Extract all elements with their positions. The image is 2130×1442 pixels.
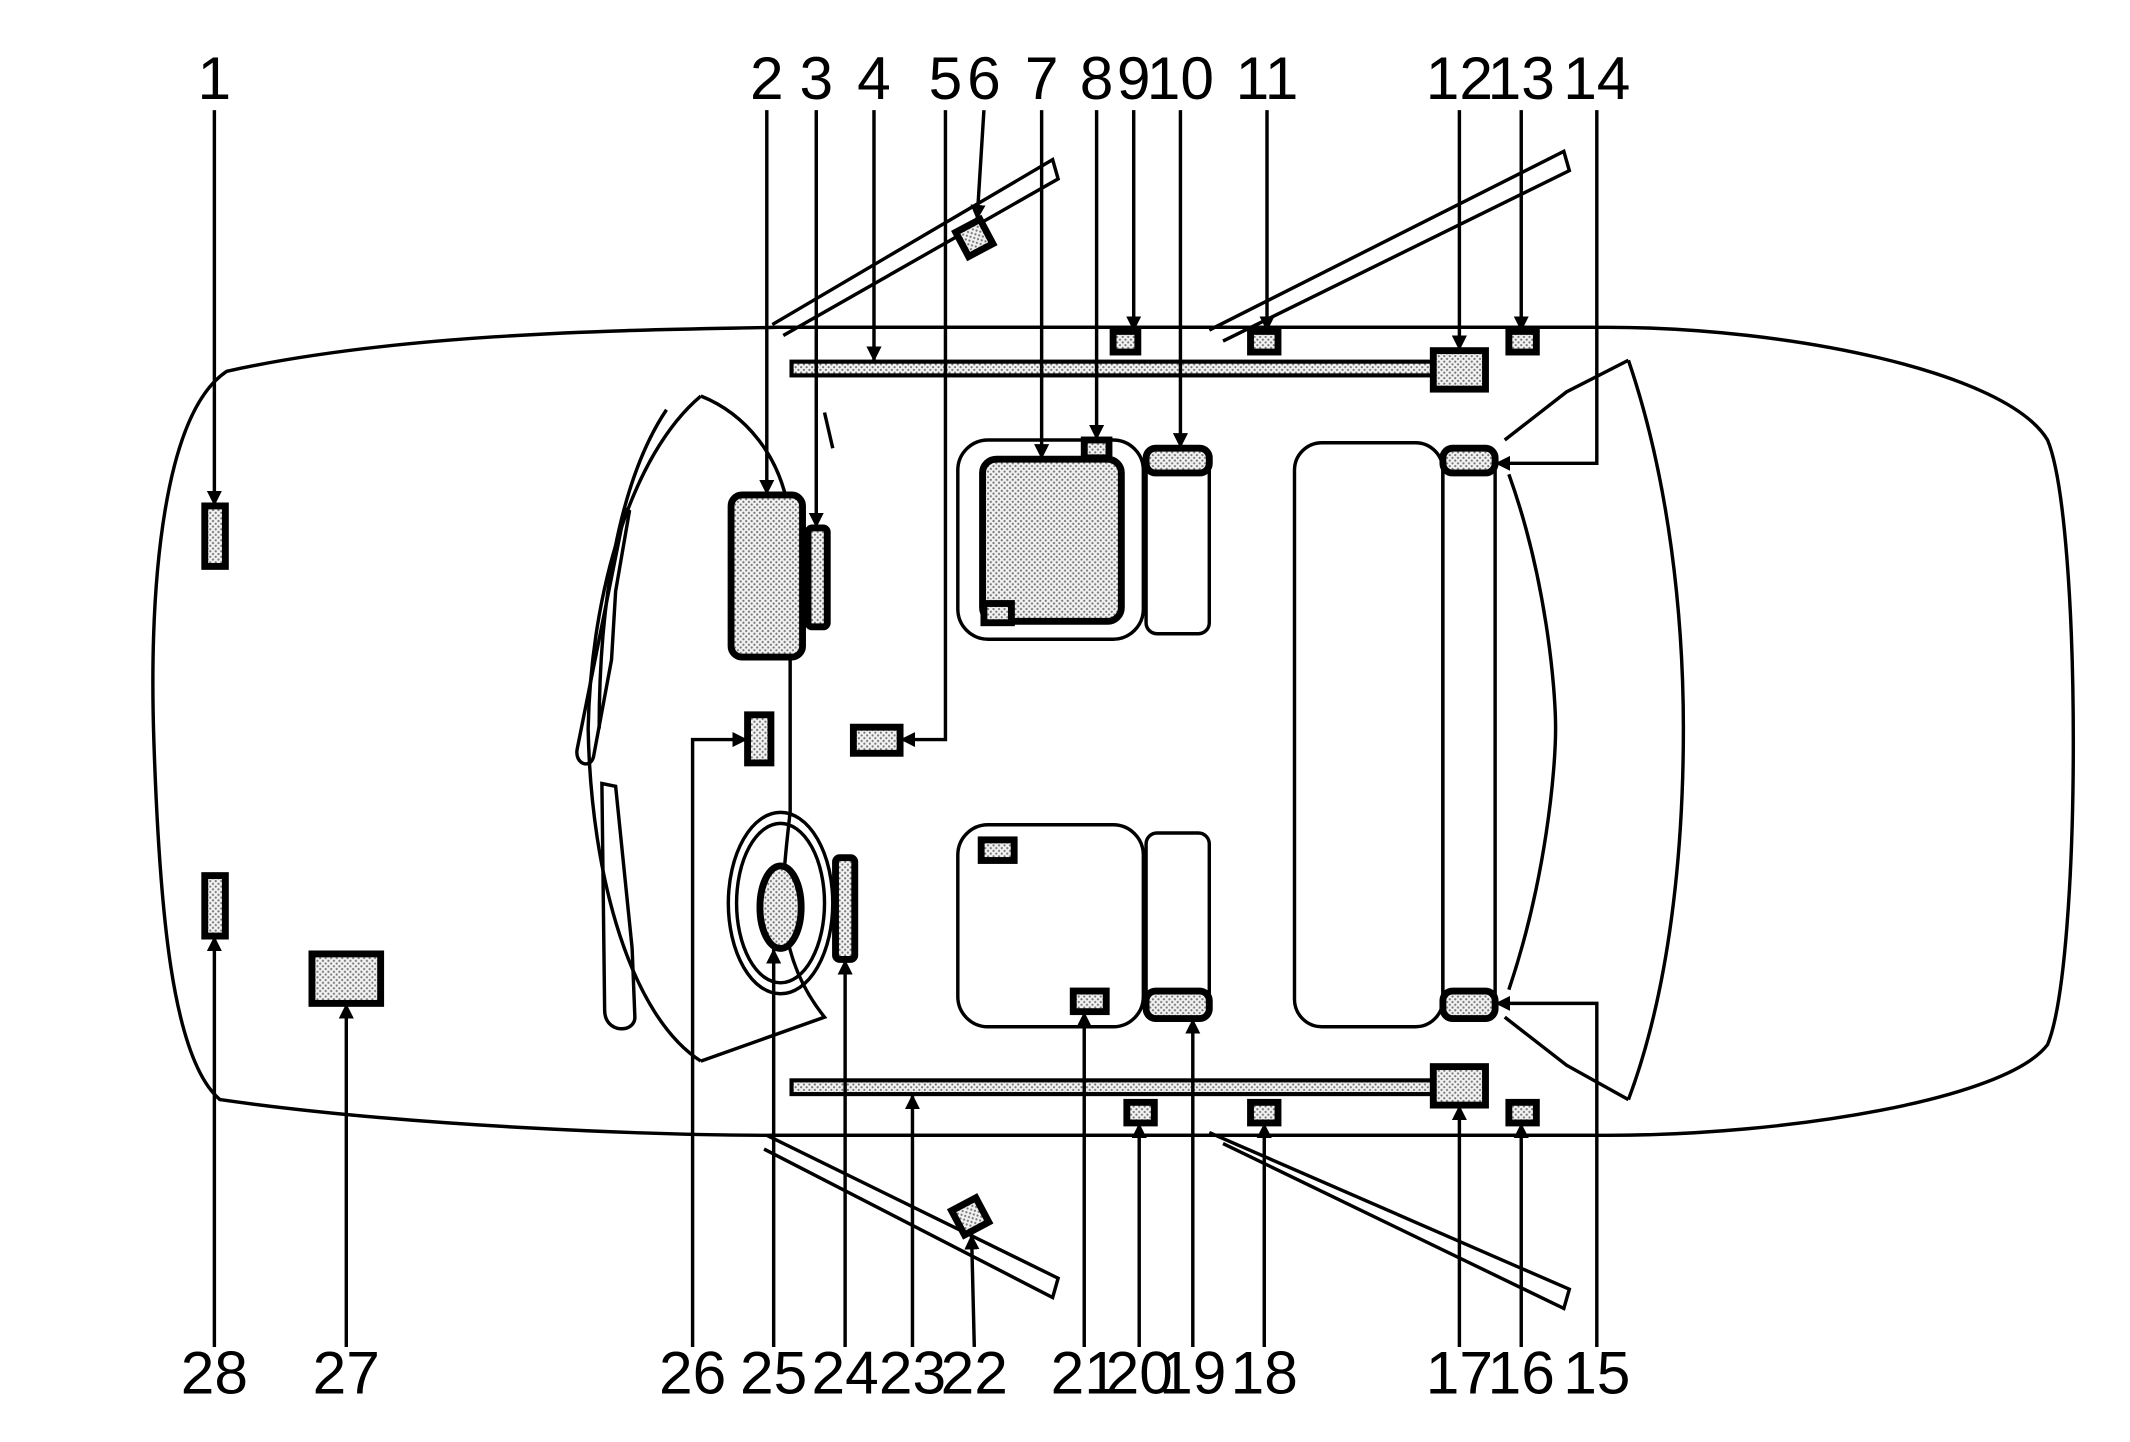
leader-15: [1495, 995, 1599, 1347]
rear-window-left-edge: [1503, 358, 1630, 442]
leader-22: [964, 1234, 980, 1347]
callout-6: 6: [967, 44, 1001, 112]
callout-23: 23: [879, 1339, 946, 1407]
callout-11: 11: [1236, 44, 1299, 112]
leader-6: [970, 110, 986, 221]
component-1: [201, 502, 229, 570]
component-19: [1142, 987, 1213, 1022]
component-25: [756, 862, 805, 952]
callout-8: 8: [1080, 44, 1114, 112]
callout-18: 18: [1231, 1339, 1298, 1407]
callout-labels-top: 1 2 3 4 5 6 7 8 9 10 11 12 13 14: [198, 44, 1631, 112]
callout-14: 14: [1563, 44, 1630, 112]
component-28: [201, 872, 229, 940]
component-9: [1109, 327, 1142, 356]
callout-12: 12: [1426, 44, 1493, 112]
component-17: [1429, 1063, 1489, 1109]
wiper-lower: [600, 781, 637, 1031]
component-12: [1429, 347, 1489, 393]
component-27: [308, 950, 385, 1007]
callout-24: 24: [812, 1339, 879, 1407]
passenger-seat-sensor-top: [977, 836, 1018, 864]
callout-25: 25: [740, 1339, 807, 1407]
component-4: [789, 359, 1440, 378]
rear-bulkhead-curve: [1507, 473, 1558, 991]
steering-wheel-mid: [734, 821, 827, 985]
callout-28: 28: [181, 1339, 248, 1407]
callout-4: 4: [857, 44, 891, 112]
component-22: [946, 1193, 994, 1240]
callout-10: 10: [1147, 44, 1214, 112]
callout-26: 26: [659, 1339, 726, 1407]
component-13: [1505, 327, 1540, 356]
callout-20: 20: [1106, 1339, 1173, 1407]
open-front-door-top: [771, 157, 1061, 338]
component-16: [1505, 1098, 1540, 1127]
component-20: [1123, 1098, 1158, 1127]
callout-27: 27: [313, 1339, 380, 1407]
leader-26: [690, 731, 748, 1347]
component-3: [804, 524, 831, 631]
windshield-inner: [597, 408, 668, 729]
callout-19: 19: [1159, 1339, 1226, 1407]
component-23: [789, 1078, 1440, 1097]
component-7: [979, 455, 1125, 625]
component-18: [1247, 1098, 1282, 1127]
callout-3: 3: [799, 44, 833, 112]
windshield: [586, 394, 702, 1063]
callout-21: 21: [1051, 1339, 1118, 1407]
component-26: [744, 711, 775, 767]
component-11: [1247, 327, 1282, 356]
dashboard-edge: [700, 394, 828, 1063]
vehicle-body-outline: [151, 325, 2075, 1138]
component-14: [1439, 444, 1499, 477]
callout-2: 2: [750, 44, 784, 112]
front-seat-passenger: [956, 823, 1146, 1029]
rear-window-outline: [1626, 359, 1686, 1101]
callout-17: 17: [1426, 1339, 1493, 1407]
callout-7: 7: [1025, 44, 1059, 112]
component-6: [951, 214, 998, 262]
component-24: [832, 854, 859, 963]
component-5: [849, 723, 904, 757]
component-21: [1069, 987, 1110, 1016]
component-8: [1080, 436, 1113, 462]
component-2: [727, 491, 806, 661]
callout-1: 1: [198, 44, 232, 112]
callout-9: 9: [1117, 44, 1151, 112]
callout-16: 16: [1488, 1339, 1555, 1407]
leader-14: [1495, 110, 1599, 471]
callout-13: 13: [1488, 44, 1555, 112]
rear-window-right-edge: [1503, 1015, 1630, 1102]
rear-seat-bench: [1292, 441, 1445, 1029]
dash-trim-line: [822, 412, 835, 449]
driver-seat-sensor-low: [980, 600, 1015, 627]
callout-22: 22: [941, 1339, 1008, 1407]
leader-5: [900, 110, 948, 748]
component-10: [1142, 444, 1213, 477]
callout-5: 5: [929, 44, 963, 112]
open-rear-door-bottom: [1208, 1130, 1572, 1311]
callout-labels-bottom: 28 27 26 25 24 23 22 21 20 19 18 17 16 1…: [181, 1339, 1631, 1407]
open-rear-door-top: [1208, 148, 1572, 343]
rear-seat-back: [1441, 446, 1497, 1021]
callout-15: 15: [1563, 1339, 1630, 1407]
wiper-upper: [575, 505, 632, 766]
component-15: [1439, 987, 1499, 1022]
